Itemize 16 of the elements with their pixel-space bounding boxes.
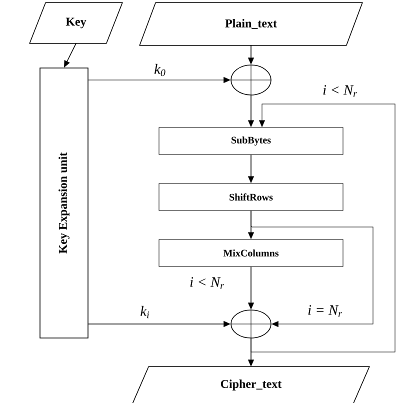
process-box: Key Expansion unit: [40, 68, 88, 338]
arrow: [88, 77, 230, 83]
process-box: ShiftRows: [158, 183, 344, 211]
edge-label: k$_{0}$: [153, 62, 167, 78]
io-parallelogram: Plain_text: [139, 2, 363, 46]
edge-label: i < N$_{r}$: [322, 84, 358, 98]
io-parallelogram: Key: [29, 2, 123, 44]
arrow: [250, 210, 374, 327]
process-box: SubBytes: [158, 127, 344, 155]
process-box: MixColumns: [158, 239, 344, 267]
edge-label: i < N$_{r}$: [188, 276, 226, 290]
xor-symbol: [230, 64, 272, 96]
arrow: [250, 104, 396, 352]
edge-label: i = N$_{r}$: [306, 304, 344, 318]
edge-label: k$_{i}$: [139, 304, 151, 320]
xor-symbol: [230, 309, 272, 339]
